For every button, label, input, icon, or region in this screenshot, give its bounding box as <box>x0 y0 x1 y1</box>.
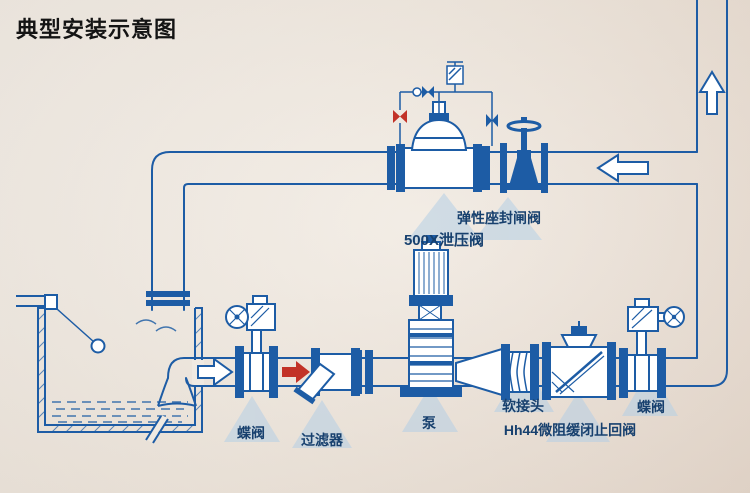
flexible-joint <box>501 344 539 400</box>
gate-valve <box>500 117 548 193</box>
label-butterfly-right: 蝶阀 <box>637 399 665 415</box>
splash-lines <box>135 319 177 332</box>
butterfly-valve-left <box>225 295 278 398</box>
pump-motor <box>413 249 449 297</box>
page-title: 典型安装示意图 <box>16 17 178 42</box>
riser-flange-pair <box>146 291 190 306</box>
label-butterfly-left: 蝶阀 <box>237 425 265 441</box>
pipe-break-symbol <box>145 415 169 444</box>
strainer <box>293 348 360 405</box>
label-gate-valve: 弹性座封闸阀 <box>457 210 541 226</box>
top-pipe-outer <box>151 151 698 311</box>
label-check-valve: Hh44微阻缓闭止回阀 <box>504 422 636 438</box>
diagram-labels: 弹性座封闸阀 500X泄压阀 蝶阀 过滤器 泵 软接头 Hh44微阻缓闭止回阀 … <box>237 210 665 448</box>
bottom-pipe-bottom <box>185 377 712 387</box>
pipework <box>151 0 728 387</box>
right-pipe-right-wall <box>710 0 728 387</box>
label-flexible-joint: 软接头 <box>502 398 544 414</box>
check-valve <box>542 321 616 400</box>
water-tank <box>16 294 203 444</box>
flow-arrow-red-icon <box>282 361 310 383</box>
reducer-cone <box>455 347 503 397</box>
pump <box>354 235 462 397</box>
label-relief-valve: 500X泄压阀 <box>404 231 484 249</box>
flow-arrow-left-icon <box>596 153 649 183</box>
label-strainer: 过滤器 <box>301 432 344 448</box>
water-level-lines <box>52 401 188 423</box>
bottom-pipe-top <box>167 357 698 379</box>
label-pump: 泵 <box>422 415 436 431</box>
pilot-valves <box>393 86 498 127</box>
relief-valve-500x <box>387 61 498 192</box>
float-valve <box>16 294 106 354</box>
pump-barrel <box>408 319 454 391</box>
tank-wall-hatching <box>37 312 203 433</box>
flow-arrow-up-icon <box>698 70 726 115</box>
flow-arrow-right-icon <box>197 357 234 387</box>
pilot-piping <box>399 61 493 146</box>
butterfly-valve-right <box>619 298 685 398</box>
top-pipe-inner <box>183 183 698 311</box>
